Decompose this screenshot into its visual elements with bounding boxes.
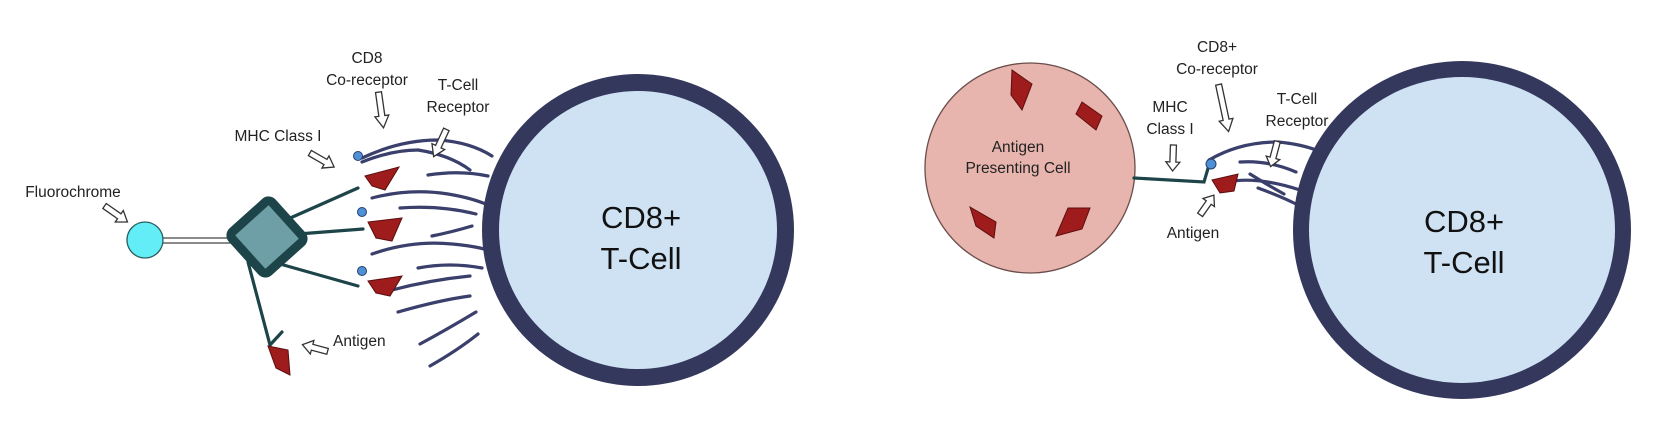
left-antigen-label: Antigen bbox=[333, 333, 386, 350]
left-tcell-label-2: T-Cell bbox=[601, 241, 682, 276]
apc-antigen-1 bbox=[1010, 69, 1033, 112]
right-tcr-label-1: T-Cell bbox=[1277, 91, 1317, 108]
left-antigen-3 bbox=[367, 275, 403, 297]
right-mhc-arrow-icon bbox=[1164, 144, 1182, 173]
left-antigen-2 bbox=[367, 217, 403, 242]
left-tcr-branches bbox=[360, 138, 494, 368]
apc-label-2: Presenting Cell bbox=[965, 160, 1070, 177]
right-tcell-body bbox=[1309, 77, 1615, 383]
mhc-arm-top bbox=[286, 186, 360, 221]
right-antigen bbox=[1211, 173, 1239, 194]
left-tcr-label-1: T-Cell bbox=[438, 77, 478, 94]
right-tcr-label-2: Receptor bbox=[1266, 113, 1329, 130]
right-tcr-arrow-icon bbox=[1265, 139, 1282, 168]
right-tcell-label-1: CD8+ bbox=[1424, 204, 1504, 239]
right-mhc-label-2: Class I bbox=[1146, 121, 1193, 138]
left-tcr-arrow-icon bbox=[431, 127, 450, 158]
fluorochrome-label: Fluorochrome bbox=[25, 184, 121, 201]
left-panel: CD8+ T-Cell Fluorochrome MHC Class I CD8… bbox=[25, 50, 794, 386]
right-cd8-label-1: CD8+ bbox=[1197, 39, 1237, 56]
right-antigen-arrow-icon bbox=[1196, 194, 1216, 218]
left-antigen-1 bbox=[364, 166, 401, 191]
left-tcr-label-2: Receptor bbox=[427, 99, 490, 116]
left-cd8-dot-1 bbox=[353, 151, 363, 161]
mhc-tetramer-core bbox=[226, 196, 308, 278]
left-cd8-dot-2 bbox=[357, 207, 367, 217]
left-antigen-arrow-icon bbox=[301, 339, 330, 356]
right-tcell-label-2: T-Cell bbox=[1424, 245, 1505, 280]
fluorochrome-arrow-icon bbox=[101, 202, 129, 223]
mhc-class-i-label: MHC Class I bbox=[235, 128, 322, 145]
mhc-arm-middle bbox=[296, 227, 365, 236]
right-tcr-branches bbox=[1207, 140, 1318, 206]
right-panel: Antigen Presenting Cell CD8+ T-Cell MHC … bbox=[924, 39, 1631, 399]
apc-antigen-4 bbox=[1055, 207, 1091, 237]
apc-label-1: Antigen bbox=[992, 139, 1045, 156]
left-cd8-dot-3 bbox=[357, 266, 367, 276]
mhc-arm-bottom bbox=[246, 260, 272, 347]
right-mhc-stalk bbox=[1132, 163, 1211, 184]
right-antigen-label: Antigen bbox=[1167, 225, 1220, 242]
right-cd8-label-2: Co-receptor bbox=[1176, 61, 1258, 78]
left-cd8-arrow-icon bbox=[373, 91, 390, 130]
right-cd8-arrow-icon bbox=[1214, 83, 1234, 133]
left-antigen-free bbox=[267, 345, 291, 376]
mhc-arm-lower bbox=[278, 262, 360, 288]
apc-antigen-2 bbox=[1075, 101, 1103, 131]
fluorochrome-bead bbox=[126, 221, 164, 259]
left-cd8-label-1: CD8 bbox=[351, 50, 382, 67]
apc-antigen-3 bbox=[969, 205, 997, 239]
right-mhc-label-1: MHC bbox=[1152, 99, 1187, 116]
left-tcell-label-1: CD8+ bbox=[601, 200, 681, 235]
right-cd8-dot bbox=[1205, 158, 1217, 170]
left-tcell-body bbox=[499, 91, 777, 369]
left-cd8-label-2: Co-receptor bbox=[326, 72, 408, 89]
mhc-class-i-arrow-icon bbox=[307, 149, 336, 169]
mhc-arm-bottom-tip bbox=[268, 330, 284, 347]
